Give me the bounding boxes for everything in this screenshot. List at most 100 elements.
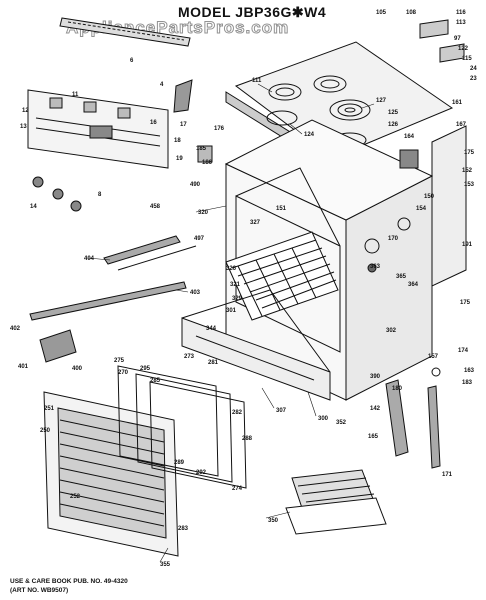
part-label: 125 [388,110,399,116]
part-label: 275 [114,358,125,364]
part-label: 16 [150,120,157,126]
part-label: 350 [268,518,279,524]
part-label: 295 [140,366,151,372]
backsplash-trim [59,17,191,47]
part-label: 14 [30,204,37,210]
part-label: 282 [232,410,243,416]
part-label: 18 [174,138,181,144]
part-label: 142 [370,406,381,412]
part-label: 281 [208,360,219,366]
part-label: 24 [470,66,477,72]
part-label: 186 [202,160,213,166]
part-label: 355 [160,562,171,568]
part-label: 300 [318,416,329,422]
part-label: 153 [464,182,475,188]
part-label: 6 [130,58,134,64]
part-label: 250 [40,428,51,434]
part-label: 163 [464,368,475,374]
model-title: MODEL JBP36G✱W4 [178,4,327,20]
part-label: 152 [462,168,473,174]
part-label: 288 [242,436,253,442]
part-label: 403 [190,290,201,296]
part-label: 490 [190,182,201,188]
control-knobs [32,176,82,212]
part-label: 363 [370,264,381,270]
part-label: 458 [150,204,161,210]
part-label: 11 [72,92,79,98]
part-label: 191 [462,242,473,248]
broiler-pan [285,469,387,535]
footer-line1: USE & CARE BOOK PUB. NO. 49-4320 [10,578,128,585]
part-label: 126 [388,122,399,128]
part-label: 180 [392,386,403,392]
part-label: 165 [368,434,379,440]
part-label: 365 [396,274,407,280]
part-label: 97 [454,36,461,42]
part-label: 292 [196,470,207,476]
part-label: 4 [160,82,164,88]
part-label: 12 [22,108,29,114]
part-label: 176 [214,126,225,132]
part-label: 185 [196,146,207,152]
part-label: 115 [462,56,472,62]
part-label: 344 [206,326,217,332]
part-label: 497 [194,236,205,242]
part-label: 157 [428,354,439,360]
part-label: 161 [452,100,463,106]
part-label: 285 [150,378,161,384]
part-label: 327 [250,220,261,226]
part-label: 302 [386,328,397,334]
part-label: 113 [456,20,466,26]
part-label: 13 [20,124,27,130]
oven-door [43,365,247,557]
part-label: 124 [304,132,315,138]
part-label: 400 [72,366,83,372]
part-label: 283 [178,526,189,532]
part-label: 251 [44,406,55,412]
part-label: 108 [406,10,417,16]
part-label: 390 [370,374,381,380]
part-label: 329 [232,296,243,302]
part-label: 404 [84,256,95,262]
part-label: 170 [388,236,399,242]
part-label: 154 [416,206,427,212]
part-label: 364 [408,282,419,288]
part-label: 320 [198,210,209,216]
part-label: 289 [174,460,185,466]
part-label: 122 [458,46,469,52]
part-number-labels: 105 108 116 113 97 122 115 24 23 111 127… [10,10,477,568]
part-label: 116 [456,10,466,16]
footer-line2: (ART NO. WB9507) [10,587,69,594]
part-label: 401 [18,364,29,370]
part-label: 175 [460,300,471,306]
part-label: 274 [232,486,243,492]
part-label: 127 [376,98,387,104]
backguard-panel [27,89,169,169]
part-label: 174 [458,348,469,354]
part-label: 252 [70,494,81,500]
part-label: 301 [226,308,237,314]
part-label: 164 [404,134,415,140]
part-label: 352 [336,420,347,426]
oven-cavity [225,167,341,353]
part-label: 8 [98,192,102,198]
part-label: 175 [464,150,475,156]
part-label: 273 [184,354,195,360]
part-label: 167 [456,122,467,128]
door-hinges [385,367,441,469]
leader-lines [87,83,375,563]
part-label: 17 [180,122,187,128]
misc-parts [39,19,465,363]
part-label: 23 [470,76,477,82]
part-label: 150 [424,194,435,200]
part-label: 105 [376,10,387,16]
part-label: 183 [462,380,473,386]
part-label: 171 [442,472,453,478]
part-label: 19 [176,156,183,162]
part-label: 321 [230,282,241,288]
part-label: 307 [276,408,287,414]
part-label: 402 [10,326,21,332]
part-label: 151 [276,206,287,212]
side-panel [431,125,467,287]
